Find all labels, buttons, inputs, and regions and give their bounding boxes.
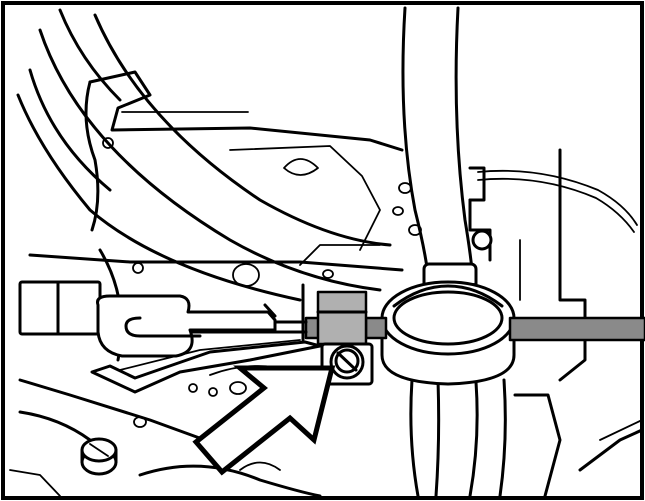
- housing-outline: [9, 70, 644, 498]
- mounting-bolt-icon: [329, 344, 365, 380]
- sensor-wire: [468, 166, 638, 262]
- sensor-rod-right: [508, 316, 645, 342]
- round-sensor-housing: [380, 280, 516, 386]
- upper-curved-hose: [16, 8, 392, 302]
- left-connector: [18, 280, 277, 358]
- lower-bracket: [90, 339, 322, 394]
- lower-hoses: [409, 378, 507, 498]
- outline-arrow-icon: [192, 365, 336, 476]
- lower-left-bolt: [80, 437, 118, 476]
